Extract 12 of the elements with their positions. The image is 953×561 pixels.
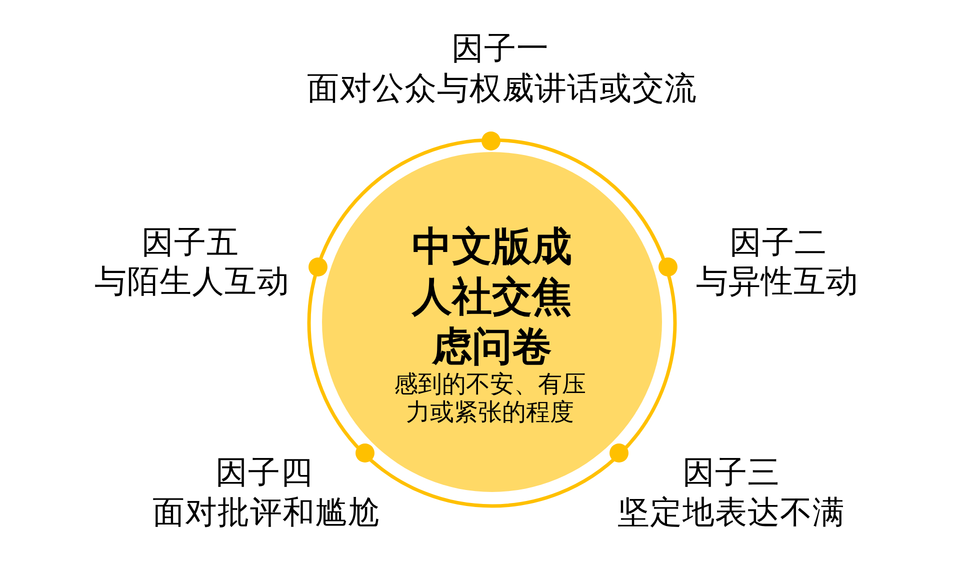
factor-heading: 因子四 [215,454,313,490]
factor-heading: 因子五 [141,224,239,260]
factor-description: 面对公众与权威讲话或交流 [307,70,697,106]
factor-heading: 因子一 [451,30,549,66]
description-text: 感到的不安、有压力或紧张的程度 [393,371,587,427]
questionnaire-title: 中文版成人社交焦虑问卷 [410,223,573,371]
factor-description: 与陌生人互动 [94,263,290,299]
factor-heading: 因子二 [729,224,827,260]
factor-description: 坚定地表达不满 [617,494,845,530]
factor-heading: 因子三 [682,454,780,490]
factor-description: 面对批评和尴尬 [152,494,380,530]
factor-description: 与异性互动 [696,263,858,299]
